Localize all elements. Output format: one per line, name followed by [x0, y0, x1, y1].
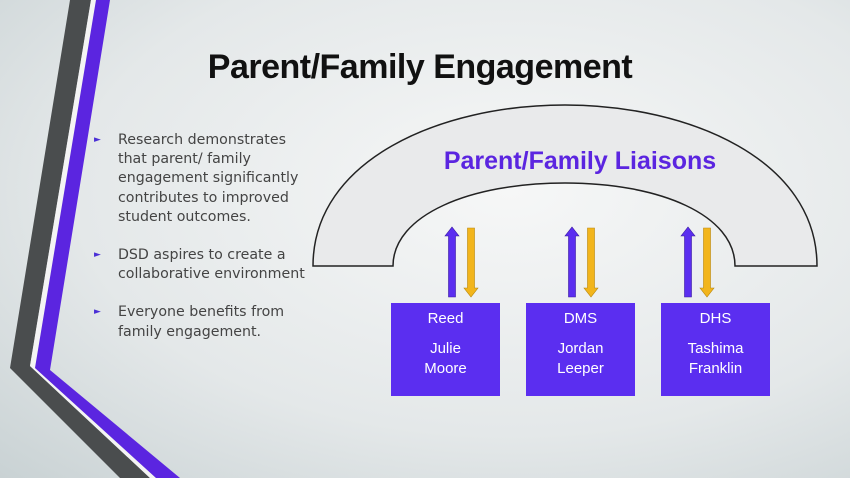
slide-title: Parent/Family Engagement: [207, 48, 633, 86]
bullet-item: ►Research demonstrates that parent/ fami…: [94, 132, 299, 225]
down-arrow-icon: [463, 227, 479, 298]
bullet-list: ►Research demonstrates that parent/ fami…: [92, 131, 312, 361]
arrow-bullet-icon: ►: [94, 250, 101, 261]
arch-shape: [312, 104, 818, 267]
up-arrow-icon: [444, 226, 460, 298]
arrow-bullet-icon: ►: [94, 135, 101, 145]
purple-stripe: [35, 0, 180, 478]
bullet-item: ►DSD aspires to create a collaborative e…: [94, 247, 305, 283]
down-arrow-icon: [583, 227, 599, 298]
school-name: DMS: [563, 310, 598, 327]
arrow-bullet-icon: ►: [94, 307, 101, 318]
bullet-item: ►Everyone benefits from family engagemen…: [94, 304, 285, 340]
down-arrow-icon: [699, 227, 715, 298]
up-arrow-icon: [680, 226, 696, 298]
arch-label: Parent/Family Liaisons: [443, 147, 717, 175]
up-arrow-icon: [564, 226, 580, 298]
school-name: Reed: [427, 310, 464, 327]
gray-stripe: [10, 0, 150, 478]
school-name: DHS: [699, 310, 732, 327]
white-stripe: [30, 0, 156, 478]
